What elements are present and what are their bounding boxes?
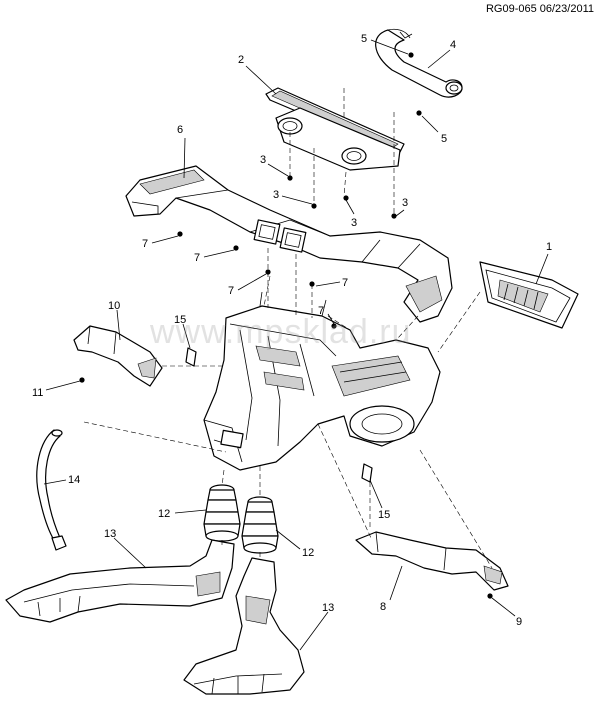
callout-8: 8: [380, 601, 386, 613]
callout-3: 3: [351, 217, 357, 229]
callout-13: 13: [104, 528, 116, 540]
part-defroster-hose: [375, 28, 463, 98]
part-bellows-left: [203, 484, 241, 542]
part-floor-duct-left: [5, 539, 235, 623]
part-left-side-duct: [73, 325, 163, 387]
callout-15: 15: [174, 314, 186, 326]
part-right-side-duct: [355, 531, 509, 591]
callout-3: 3: [273, 189, 279, 201]
assembly-lines: [83, 88, 493, 569]
callout-11: 11: [32, 387, 43, 399]
diagram-code: RG09-065 06/23/2011: [485, 3, 594, 15]
part-defroster-nozzle: [265, 87, 405, 171]
callout-1: 1: [546, 241, 552, 253]
callout-6: 6: [177, 124, 183, 136]
callout-12: 12: [158, 508, 170, 520]
part-clip-lower: [361, 463, 373, 483]
callout-3: 3: [402, 197, 408, 209]
callout-5: 5: [361, 33, 367, 45]
callout-10: 10: [108, 300, 120, 312]
callout-2: 2: [238, 54, 244, 66]
callout-5: 5: [441, 133, 447, 145]
callout-7: 7: [228, 285, 234, 297]
part-bellows-right: [241, 496, 279, 554]
callout-9: 9: [516, 616, 522, 628]
callout-13: 13: [322, 602, 334, 614]
callout-14: 14: [68, 474, 80, 486]
callout-4: 4: [450, 39, 456, 51]
callout-7: 7: [142, 238, 148, 250]
part-instrument-panel-duct: [125, 165, 453, 323]
callout-15: 15: [378, 509, 390, 521]
callout-3: 3: [260, 154, 266, 166]
leader-lines: [43, 39, 549, 651]
part-center-vent: [479, 261, 579, 329]
callout-12: 12: [302, 547, 314, 559]
callout-7: 7: [318, 305, 324, 317]
callout-7: 7: [342, 277, 348, 289]
callouts: 1 2 3 3 3 3 4 5 5 6 7 7 7 7 7 8 9 10 11 …: [32, 33, 552, 628]
part-floor-duct-right: [183, 557, 305, 695]
part-drain-hose: [36, 429, 67, 551]
callout-7: 7: [194, 252, 200, 264]
fasteners: [79, 52, 493, 599]
part-hvac-module: [203, 291, 441, 471]
watermark: www.mpsklad.ru: [150, 313, 412, 351]
